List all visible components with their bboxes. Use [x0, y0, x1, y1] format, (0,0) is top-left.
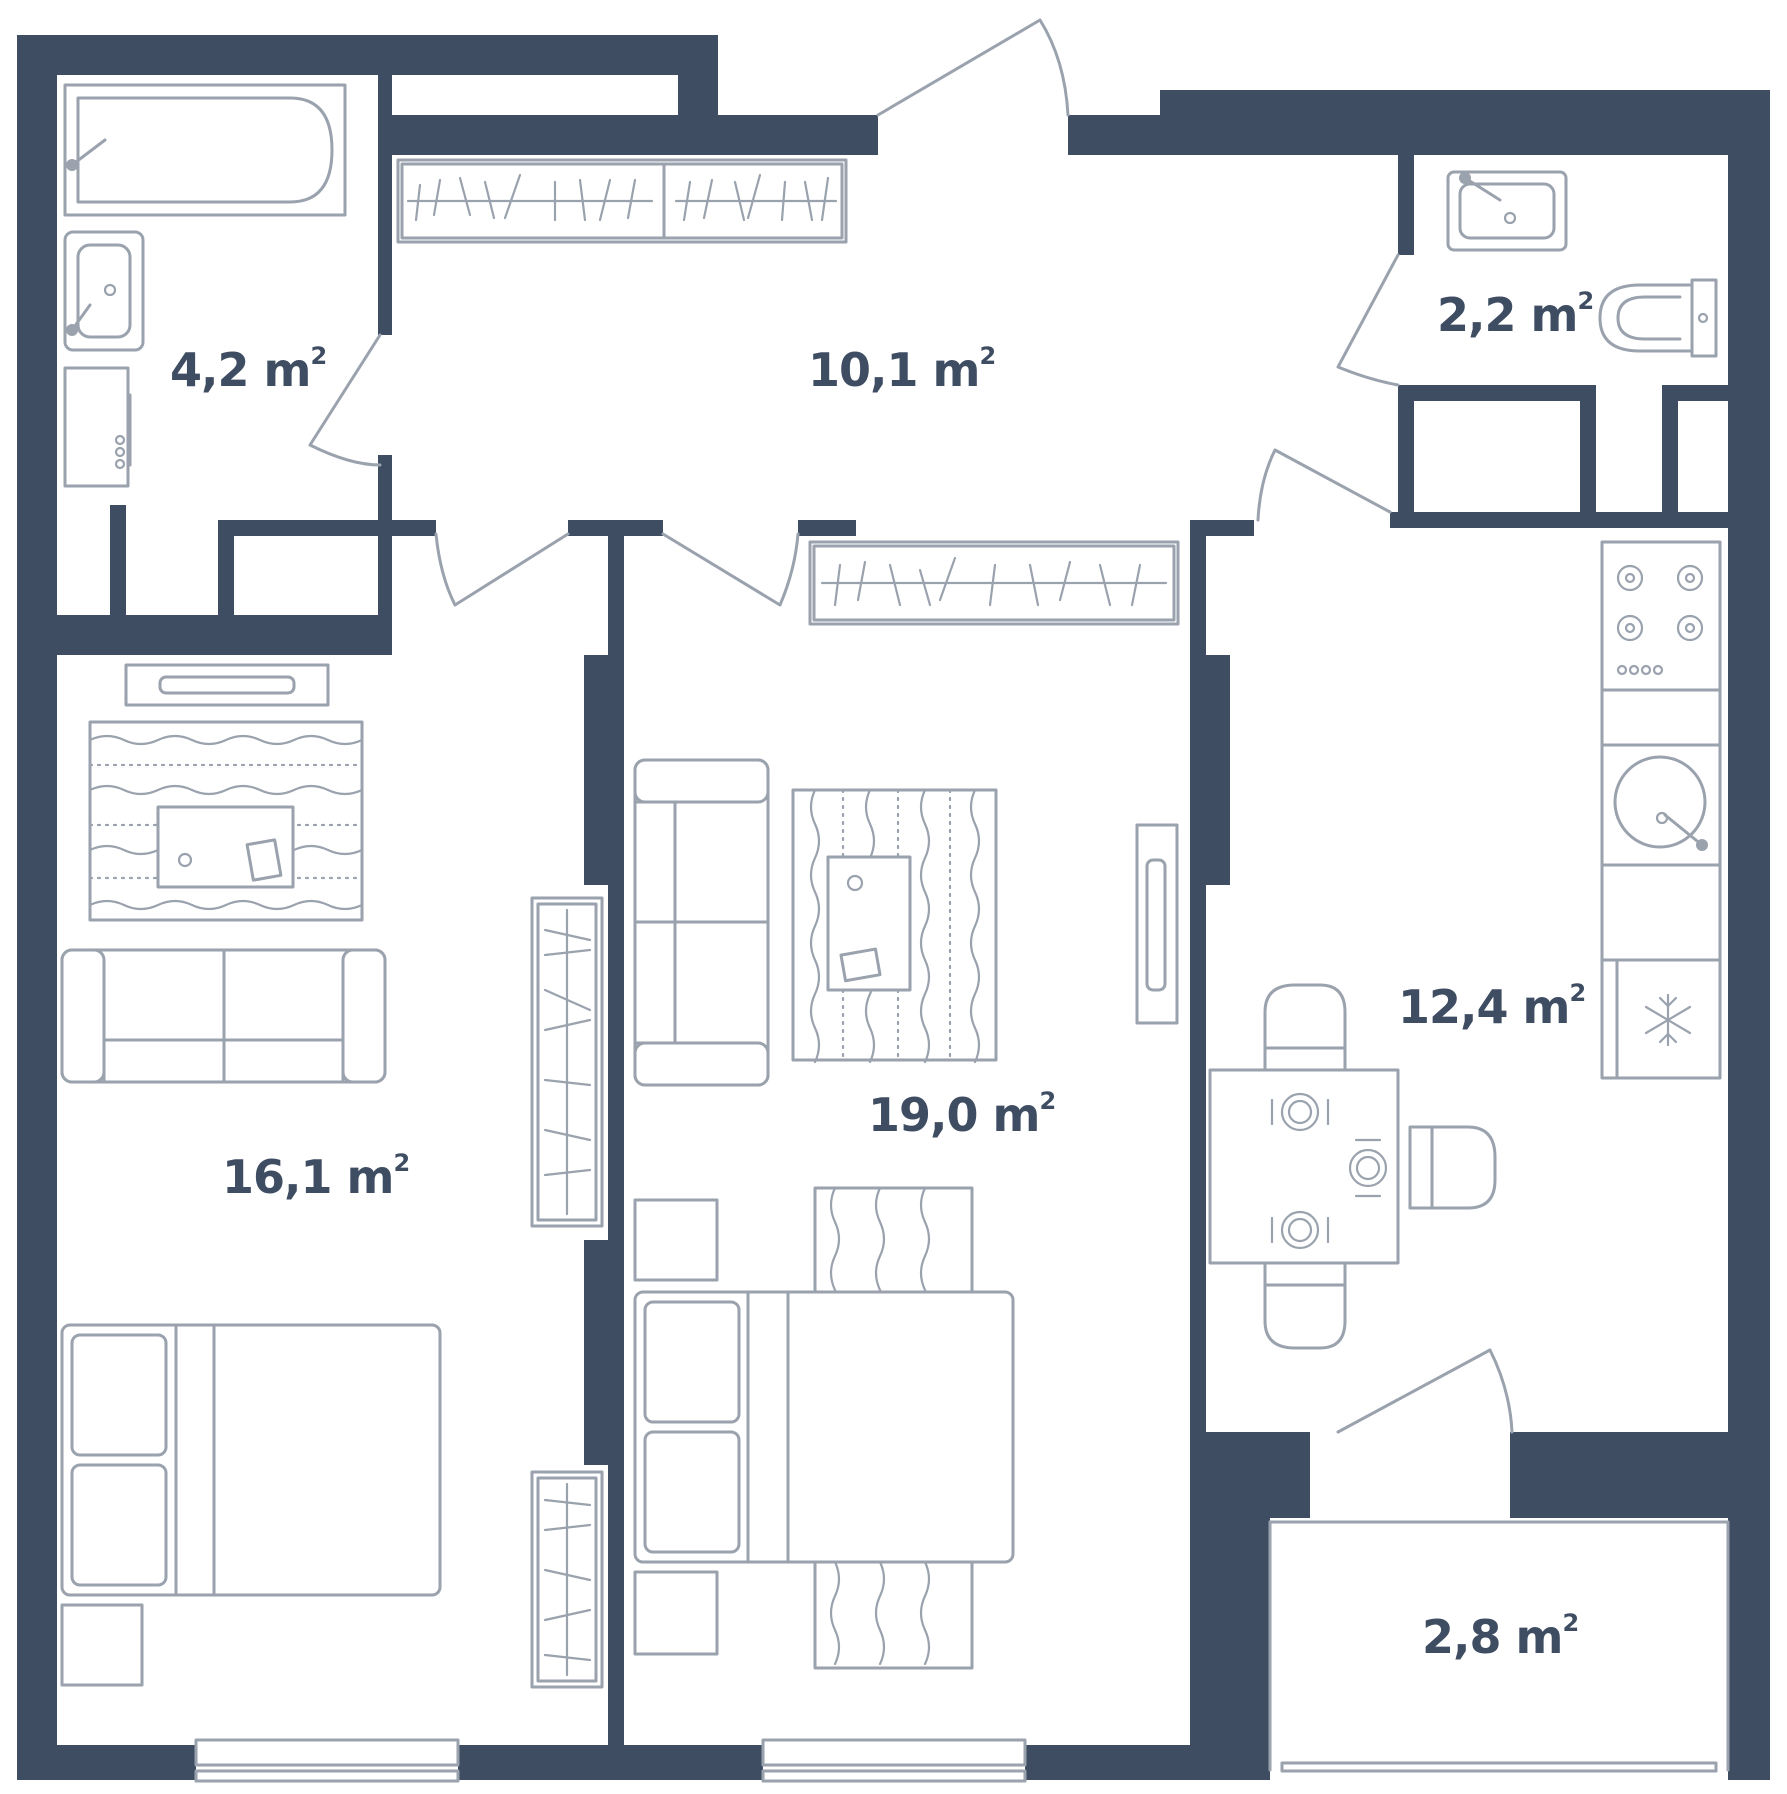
window-icon: [761, 1738, 1027, 1783]
fridge-icon: [1600, 958, 1722, 1080]
room-area-label: 10,1 m2: [808, 341, 996, 397]
door-icon: [1336, 1348, 1514, 1434]
sink-icon: [1446, 170, 1568, 252]
sofa-icon: [60, 948, 387, 1084]
sink-icon: [63, 230, 145, 352]
room-area-label: 12,4 m2: [1398, 978, 1586, 1034]
wardrobe-icon: [808, 540, 1180, 626]
wardrobe-icon: [396, 158, 848, 244]
bathtub-icon: [63, 83, 347, 217]
dining-table-icon: [1208, 1068, 1400, 1265]
window-icon: [194, 1738, 460, 1783]
bed-icon: [60, 1323, 442, 1597]
door-icon: [661, 532, 800, 607]
nightstand-icon: [633, 1198, 719, 1282]
room-area-label: 2,2 m2: [1437, 286, 1594, 342]
door-icon: [876, 18, 1070, 117]
washing-machine-icon: [63, 366, 132, 488]
door-icon: [434, 532, 570, 607]
room-area-label: 19,0 m2: [868, 1086, 1056, 1142]
tv-icon: [124, 663, 330, 707]
rug-icon: [791, 788, 998, 1064]
room-area-label: 4,2 m2: [170, 341, 327, 397]
nightstand-icon: [60, 1603, 144, 1687]
nightstand-icon: [633, 1570, 719, 1656]
wardrobe-icon: [530, 1470, 604, 1689]
chair-icon: [1263, 1261, 1347, 1350]
sofa-icon: [633, 758, 770, 1087]
rug-icon: [88, 720, 364, 922]
room-area-label: 2,8 m2: [1422, 1608, 1579, 1664]
door-icon: [1336, 253, 1400, 387]
room-area-label: 16,1 m2: [222, 1148, 410, 1204]
toilet-icon: [1598, 278, 1718, 358]
door-icon: [1256, 448, 1392, 522]
bed-icon: [633, 1290, 1015, 1564]
tv-icon: [1135, 823, 1179, 1025]
chair-icon: [1263, 983, 1347, 1072]
door-icon: [308, 333, 382, 467]
window-icon: [1268, 1518, 1730, 1780]
wardrobe-icon: [530, 896, 604, 1228]
stove-icon: [1600, 540, 1722, 692]
kitchen-sink-icon: [1613, 755, 1708, 851]
chair-icon: [1408, 1125, 1497, 1210]
